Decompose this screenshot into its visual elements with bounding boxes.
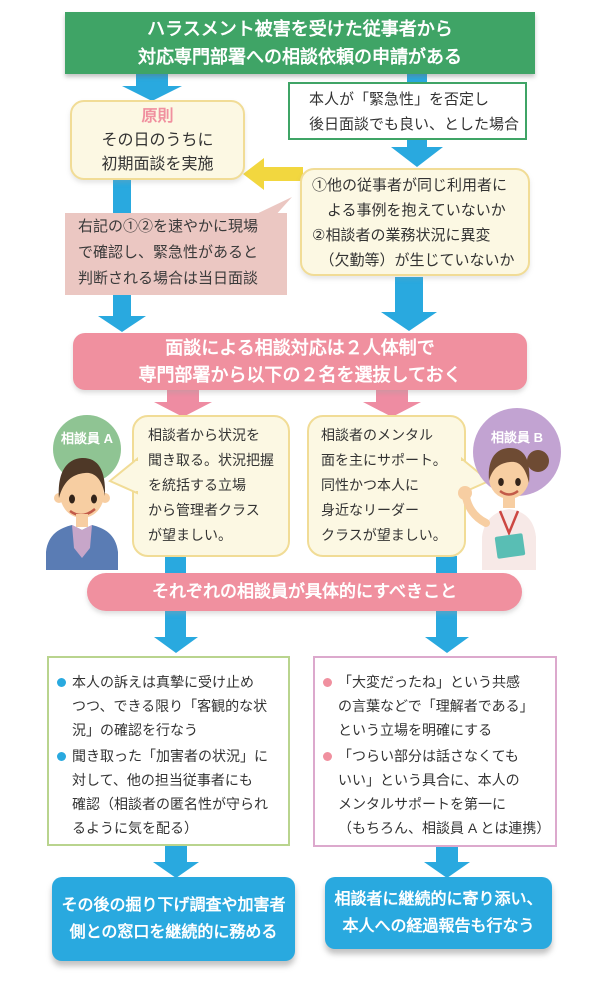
counselor-a-speech-bubble: 相談者から状況を 聞き取る。状況把握 を統括する立場 から管理者クラス が望まし… [132,415,290,557]
counselor-b-figure-icon [458,408,561,570]
counselor-a-illustration: 相談員 A [42,412,147,570]
arrow-down-banner-to-counselor-a-icon [154,389,212,417]
task-a-item-2-text: 聞き取った「加害者の状況」に 対して、他の担当従事者にも 確認（相談者の匿名性が… [72,748,268,836]
outcome-b-text: 相談者に継続的に寄り添い、 本人への経過報告も行なう [334,891,543,935]
outcome-a-text: その後の掘り下げ調査や加害者 側との窓口を継続的に務める [61,897,286,941]
principle-text: その日のうちに 初期面談を実施 [101,132,214,173]
bullet-dot-icon [57,678,66,687]
counselor-b-speech-bubble: 相談者のメンタル 面を主にサポート。 同性かつ本人に 身近なリーダー クラスが望… [307,415,466,557]
onsite-note-bubble: 右記の①②を速やかに現場 で確認し、緊急性があると 判断される場合は当日面談 [65,213,287,295]
counselor-a-label: 相談員 A [60,431,113,446]
task-a-item-1-text: 本人の訴えは真摯に受け止め つつ、できる限り「客観的な状 況」の確認を行なう [72,674,268,738]
task-b-item-2-text: 「つらい部分は話さなくても いい」という具合に、本人の メンタルサポートを第一に… [338,748,551,836]
outcome-b-box: 相談者に継続的に寄り添い、 本人への経過報告も行なう [325,877,552,949]
bullet-dot-icon [323,752,332,761]
arrow-left-checks-to-principle-icon [243,158,303,190]
tasks-banner: それぞれの相談員が具体的にすべきこと [87,573,522,611]
start-box: ハラスメント被害を受けた従事者から 対応専門部署への相談依頼の申請がある [65,12,535,74]
principle-label: 原則 [141,108,174,125]
bullet-dot-icon [57,752,66,761]
counselor-a-figure-icon [46,415,121,570]
counselor-b-label: 相談員 B [490,430,543,445]
task-b-item-2: 「つらい部分は話さなくても いい」という具合に、本人の メンタルサポートを第一に… [323,744,551,840]
task-b-item-1: 「大変だったね」という共感 の言葉などで「理解者である」 という立場を明確にする [323,670,551,742]
arrow-down-checks-to-banner-icon [381,277,437,331]
principle-box: 原則 その日のうちに 初期面談を実施 [70,100,245,180]
task-a-item-1: 本人の訴えは真摯に受け止め つつ、できる限り「客観的な状 況」の確認を行なう [57,670,284,742]
outcome-a-box: その後の掘り下げ調査や加害者 側との窓口を継続的に務める [52,877,295,961]
arrow-down-tasks-a-to-outcome-icon [153,844,199,878]
task-b-item-1-text: 「大変だったね」という共感 の言葉などで「理解者である」 という立場を明確にする [338,674,534,738]
checks-box: ①他の従事者が同じ利用者に よる事例を抱えていないか ②相談者の業務状況に異変 … [300,168,530,276]
arrow-down-start-to-principle-icon [122,73,182,101]
two-person-banner: 面談による相談対応は２人体制で 専門部署から以下の２名を選抜しておく [73,333,527,390]
arrow-down-banner-to-counselor-b-icon [363,389,421,417]
arrow-down-tasks-b-to-outcome-icon [424,844,470,878]
task-a-item-2: 聞き取った「加害者の状況」に 対して、他の担当従事者にも 確認（相談者の匿名性が… [57,744,284,840]
tasks-counselor-a-box: 本人の訴えは真摯に受け止め つつ、できる限り「客観的な状 況」の確認を行なう 聞… [47,656,290,846]
no-urgency-box: 本人が「緊急性」を否定し 後日面談でも良い、とした場合 [288,82,527,140]
bullet-dot-icon [323,678,332,687]
counselor-b-illustration: 相談員 B [452,403,570,570]
tasks-counselor-b-box: 「大変だったね」という共感 の言葉などで「理解者である」 という立場を明確にする… [313,656,557,847]
